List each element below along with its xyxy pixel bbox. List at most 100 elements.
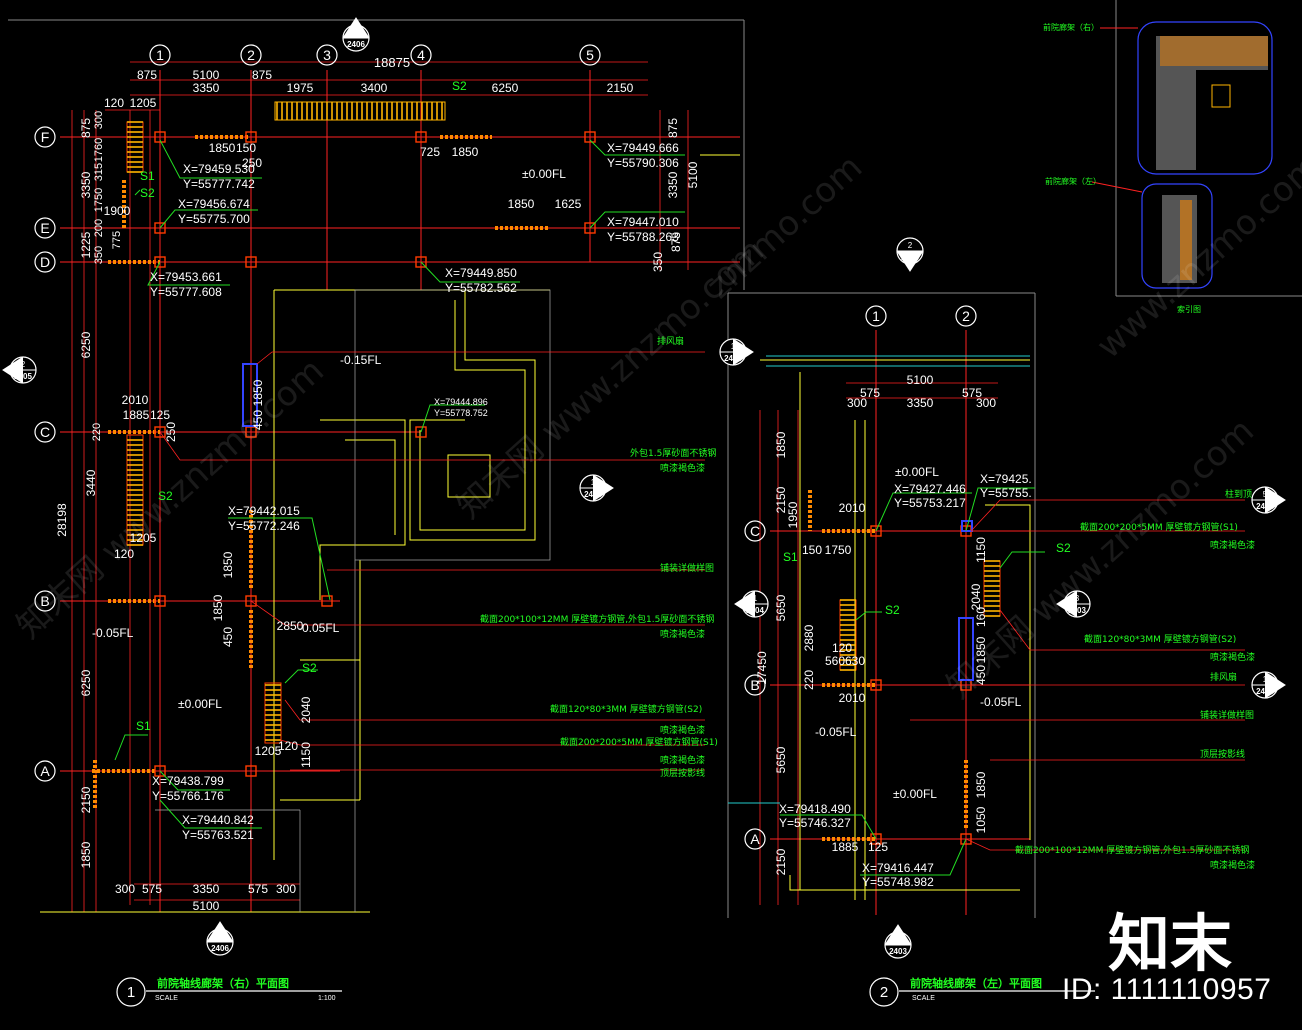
key-plan-label: 索引图 <box>1177 304 1201 314</box>
dim: 3350 <box>193 81 220 95</box>
note: 铺装详做样图 <box>1200 709 1254 721</box>
dim: 875 <box>252 68 272 82</box>
coord-x: X=79449.666 <box>607 141 679 155</box>
dim: 1975 <box>287 81 314 95</box>
dim: 2150 <box>607 81 634 95</box>
note: 排风扇 <box>1210 671 1237 683</box>
coord-x: X=79456.674 <box>178 197 250 211</box>
axis-E: E <box>40 220 49 236</box>
dim-bottom: 575 <box>248 882 268 896</box>
dim-bottom: 300 <box>276 882 296 896</box>
callout-left2-sheet: 2404 <box>746 606 764 615</box>
axis-F: F <box>41 129 50 145</box>
note: 顶层按影线 <box>1200 748 1245 760</box>
dim-left: 3440 <box>84 469 98 496</box>
coord-y: Y=55755. <box>980 486 1032 500</box>
dim: 575 <box>860 386 880 400</box>
dim-small: 775 <box>111 231 123 249</box>
level: ±0.00FL <box>893 787 937 801</box>
dim-inner2: 120 <box>832 641 852 655</box>
axis-2-circle <box>955 305 977 327</box>
callout-mid-arrow <box>592 474 614 502</box>
dim-inner: 1150 <box>299 742 313 768</box>
dim: 875 <box>137 68 157 82</box>
dim-inner: 450 <box>221 627 235 647</box>
dim-left2: 17450 <box>755 651 769 685</box>
note: 截面200*200*5MM 厚壁镀方钢管(S1) <box>1080 521 1238 533</box>
axis-4-circle <box>410 44 432 66</box>
dim: 300 <box>976 396 996 410</box>
key-plan-label: 前院廊架（右） <box>1043 22 1099 32</box>
dim-bottom: 3350 <box>193 882 220 896</box>
note-leaders2 <box>910 499 1245 851</box>
axis-F-circle <box>34 126 56 148</box>
coord-y: Y=55778.752 <box>434 408 488 418</box>
dim-inner2: 1050 <box>974 806 988 833</box>
coord-x: X=79442.015 <box>228 504 300 518</box>
axis-1: 1 <box>156 47 164 63</box>
dim-inner2: 1750 <box>825 543 852 557</box>
title-block-right <box>116 977 342 1007</box>
tag: S2 <box>140 186 155 200</box>
callout-top2-sheet: 2403 <box>901 253 919 262</box>
callout-bottom2-arrow <box>884 924 912 946</box>
callout-top-num: 2 <box>354 28 359 37</box>
axis-5-circle <box>579 44 601 66</box>
dim-inner: 2850 <box>277 619 304 633</box>
blue-bench <box>242 363 258 427</box>
dim-inner: 1205 <box>255 744 282 758</box>
level: ±0.00FL <box>178 697 222 711</box>
dim-small: 220 <box>91 423 103 441</box>
note: 顶层按影线 <box>660 767 705 779</box>
axis-4: 4 <box>417 47 425 63</box>
dim-left2: 1850 <box>774 431 788 458</box>
dim: 1205 <box>130 96 157 110</box>
callout-left-num: 2 <box>21 360 26 369</box>
tag: S2 <box>302 661 317 675</box>
dim-inner: 1850 <box>251 379 265 406</box>
callout-bottom-arrow <box>206 921 234 943</box>
title-num: 2 <box>880 984 888 1001</box>
dim-left: 6250 <box>79 669 93 696</box>
dim-small: 1900 <box>104 204 131 218</box>
dim-right: 5100 <box>686 161 700 188</box>
paving-outline <box>155 289 551 912</box>
beams2 <box>808 490 968 841</box>
level: -0.05FL <box>298 621 340 635</box>
dim-left: 2150 <box>79 786 93 813</box>
axis-3: 3 <box>323 47 331 63</box>
level: -0.05FL <box>815 725 857 739</box>
axis-1-circle <box>865 305 887 327</box>
note: 截面200*200*5MM 厚壁镀方钢管(S1) <box>560 736 718 748</box>
coord-x: X=79440.842 <box>182 813 254 827</box>
note: 截面200*100*12MM 厚壁镀方钢管,外包1.5厚砂面不锈钢 <box>480 613 714 625</box>
dim-lines2 <box>759 382 998 905</box>
axis-B: B <box>40 593 49 609</box>
callout-left-sheet: 2405 <box>14 372 32 381</box>
dim-inner: 2040 <box>299 696 313 723</box>
tag: S2 <box>1056 541 1071 555</box>
dim-inner2: 1850 <box>974 636 988 663</box>
leaders2 <box>780 487 1045 876</box>
watermark-id: ID: 1111110957 <box>1062 973 1272 1006</box>
callout-col-arrow <box>1264 486 1286 514</box>
dim-inner: 1850 <box>209 141 236 155</box>
dim-left2: 5650 <box>774 746 788 773</box>
dim-inner: 725 <box>420 145 440 159</box>
dim-right: 875 <box>669 232 683 252</box>
dim-right: 350 <box>651 252 665 272</box>
dim-inner2: 1150 <box>974 537 988 563</box>
axis-B: B <box>750 677 759 693</box>
note: 喷漆褐色漆 <box>1210 651 1255 663</box>
dim-small: 350 <box>93 246 105 264</box>
tag: S1 <box>140 169 155 183</box>
note: 排风扇 <box>657 335 684 347</box>
coord-y: Y=55766.176 <box>152 789 224 803</box>
axis-C-circle <box>34 421 56 443</box>
callout-fan-sheet: 2409 <box>724 354 742 363</box>
dim-small: 315 <box>93 163 105 181</box>
callout-left2-arrow <box>734 590 756 618</box>
coord-y: Y=55753.217 <box>894 496 966 510</box>
